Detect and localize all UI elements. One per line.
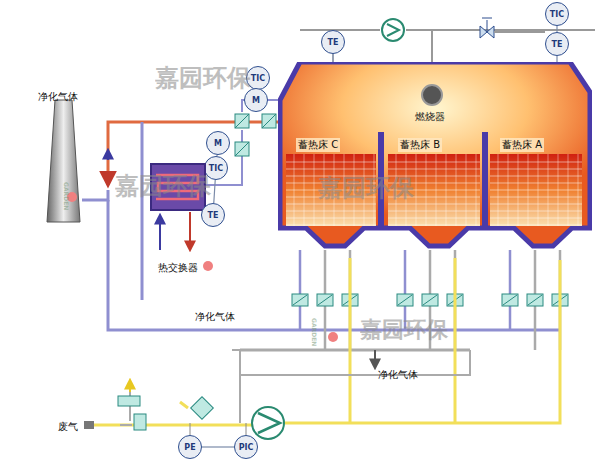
watermark: 嘉园环保 xyxy=(360,315,448,345)
bed-label: 蓄热床 C xyxy=(296,138,340,152)
instrument-circle: M xyxy=(206,131,230,155)
flow-label: 净化气体 xyxy=(195,310,235,324)
instrument-circle: TE xyxy=(201,203,225,227)
instrument-circle: PIC xyxy=(234,435,258,459)
instrument-tag: TE xyxy=(552,40,563,49)
instrument-circle: TE xyxy=(321,30,345,54)
instrument-circle: PE xyxy=(178,435,202,459)
bed-label: 蓄热床 A xyxy=(500,138,544,152)
instrument-circle: TE xyxy=(545,32,569,56)
instrument-circle: TIC xyxy=(545,2,569,26)
watermark: 嘉园环保 xyxy=(155,62,251,94)
flow-label: 废气 xyxy=(58,420,78,434)
watermark: GARDEN xyxy=(311,318,318,346)
instrument-tag: PE xyxy=(184,443,195,452)
signal-line xyxy=(214,180,215,203)
instrument-tag: TIC xyxy=(209,164,223,173)
flow-label: 净化气体 xyxy=(378,368,418,382)
instrument-tag: TE xyxy=(208,211,219,220)
watermark: GARDEN xyxy=(63,182,70,210)
signal-line xyxy=(332,54,333,62)
instrument-tag: PIC xyxy=(239,443,254,452)
watermark: 嘉园环保 xyxy=(115,170,211,202)
signal-line xyxy=(202,446,234,447)
instrument-tag: TIC xyxy=(550,10,564,19)
burner-label: 燃烧器 xyxy=(415,110,445,124)
flow-label: 净化气体 xyxy=(38,90,78,104)
exchanger-label: 热交换器 xyxy=(158,261,198,275)
oxidizer-chamber: 蓄热床 C 蓄热床 B 蓄热床 A 燃烧器 xyxy=(278,62,592,252)
instrument-tag: M xyxy=(252,96,260,105)
bed-label: 蓄热床 B xyxy=(398,138,442,152)
instrument-tag: TIC xyxy=(251,74,265,83)
watermark: 嘉园环保 xyxy=(318,172,414,204)
instrument-tag: M xyxy=(214,139,222,148)
regenerator-bed: 蓄热床 A xyxy=(490,140,586,228)
instrument-tag: TE xyxy=(328,38,339,47)
chamber-outline xyxy=(278,62,592,252)
